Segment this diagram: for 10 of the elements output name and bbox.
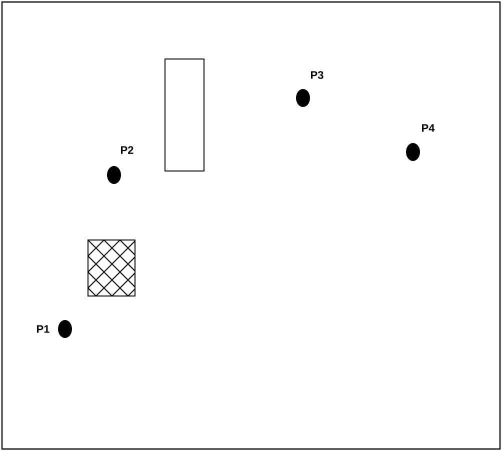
- dot: [406, 143, 420, 161]
- point-label: P3: [311, 71, 324, 79]
- point-label: P1: [37, 325, 50, 333]
- point-label: P2: [121, 146, 134, 154]
- dot: [58, 320, 72, 338]
- dot: [107, 166, 121, 184]
- point-label: P4: [422, 124, 435, 132]
- rectangle: [164, 58, 204, 172]
- dot: [296, 89, 310, 107]
- hatched-rectangle: [88, 240, 136, 296]
